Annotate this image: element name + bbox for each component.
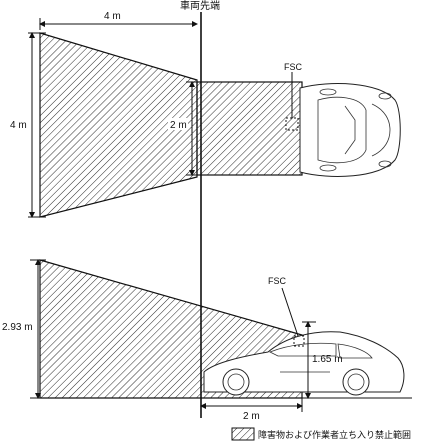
top-prohibited-area: [39, 32, 198, 218]
side-height-label: 2.93 m: [2, 322, 33, 333]
side-inner-height-label: 1.65 m: [312, 354, 343, 365]
fsc-label-side: FSC: [268, 276, 287, 286]
car-side-view: [203, 331, 405, 396]
side-view: FSC 2.93 m 1.65 m 2 m: [2, 259, 412, 422]
legend-swatch: [231, 427, 255, 441]
top-inner-label: 2 m: [170, 120, 187, 131]
fsc-sensor-side: [293, 335, 305, 347]
legend: 障害物および作業者立ち入り禁止範囲: [231, 427, 411, 441]
side-width-label: 2 m: [243, 411, 260, 422]
vehicle-front-end-label: 車両先端: [180, 0, 220, 12]
car-top-view: [299, 83, 401, 177]
top-front-area: [196, 81, 303, 176]
top-height-label: 4 m: [10, 120, 27, 131]
fsc-label-top: FSC: [284, 62, 303, 72]
legend-label: 障害物および作業者立ち入り禁止範囲: [258, 429, 411, 440]
top-width-label: 4 m: [104, 11, 121, 22]
top-view: FSC 4 m 4 m 2 m: [10, 11, 401, 218]
